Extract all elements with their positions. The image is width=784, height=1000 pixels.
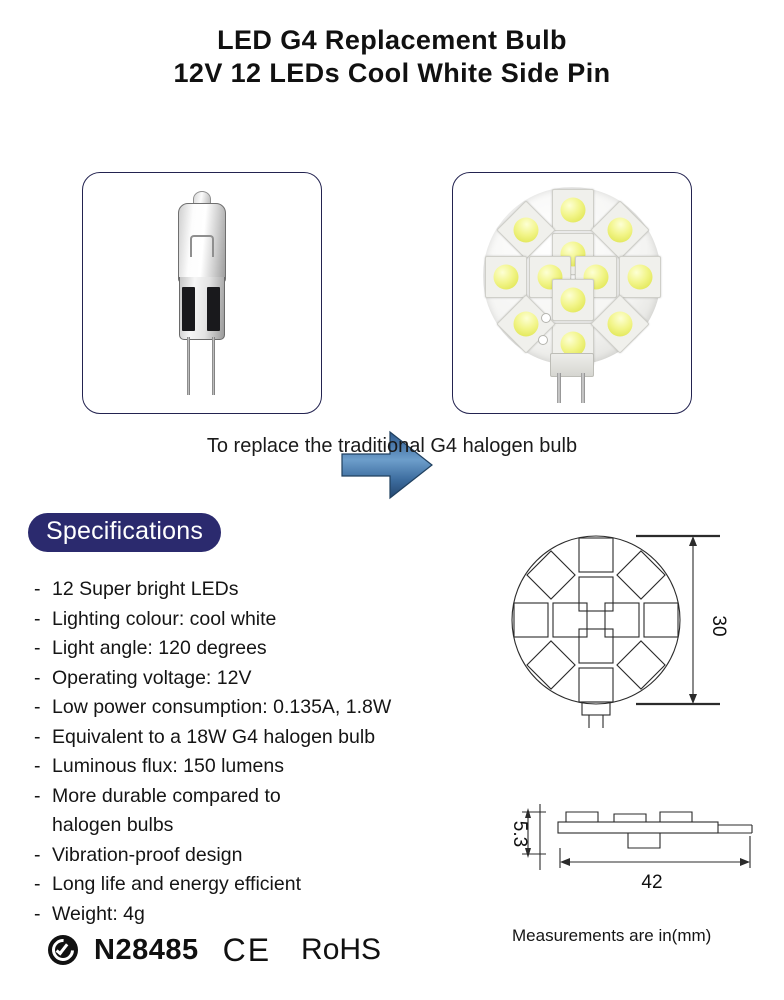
led-pcb-disc xyxy=(483,187,661,365)
led-bulb-panel xyxy=(452,172,692,414)
certification-marks-row: N28485 CE RoHS xyxy=(47,928,382,972)
spec-item-continuation: halogen bulbs xyxy=(52,814,174,836)
halogen-g4-bulb-photo xyxy=(166,191,238,396)
pcb-via-hole xyxy=(541,313,551,323)
spec-item: 12 Super bright LEDs xyxy=(34,575,504,605)
specifications-list: 12 Super bright LEDs Lighting colour: co… xyxy=(34,575,504,929)
ctick-supplier-number: N28485 xyxy=(94,933,199,966)
measurement-units-note: Measurements are in(mm) xyxy=(512,926,712,945)
front-view-dimension-drawing: 30 xyxy=(508,528,776,728)
led-chip xyxy=(552,189,594,231)
spec-item: Luminous flux: 150 lumens xyxy=(34,752,504,782)
led-pin-left xyxy=(557,373,561,403)
side-view-length-label: 42 xyxy=(641,872,662,893)
led-chip xyxy=(496,294,556,354)
page-title: LED G4 Replacement Bulb 12V 12 LEDs Cool… xyxy=(0,24,784,90)
spec-item: Operating voltage: 12V xyxy=(34,664,504,694)
halogen-contact-left xyxy=(182,287,195,331)
halogen-bulb-panel xyxy=(82,172,322,414)
spec-item: Light angle: 120 degrees xyxy=(34,634,504,664)
led-chip xyxy=(619,256,661,298)
front-view-diameter-label: 30 xyxy=(708,615,729,636)
replacement-caption: To replace the traditional G4 halogen bu… xyxy=(206,435,578,457)
product-comparison-row xyxy=(0,172,784,500)
halogen-pin-right xyxy=(212,337,216,395)
replacement-arrow xyxy=(340,428,434,502)
halogen-pin-left xyxy=(187,337,191,395)
led-pin-right xyxy=(581,373,585,403)
led-chip xyxy=(496,200,556,260)
halogen-contact-right xyxy=(207,287,220,331)
c-tick-rcm-icon xyxy=(47,934,79,966)
spec-item: More durable compared to xyxy=(34,782,504,812)
side-view-thickness-label: 5.3 xyxy=(509,821,530,847)
title-line-2: 12V 12 LEDs Cool White Side Pin xyxy=(173,58,611,88)
specifications-heading-badge: Specifications xyxy=(28,513,222,552)
rohs-mark-icon: RoHS xyxy=(301,933,382,966)
title-line-1: LED G4 Replacement Bulb xyxy=(217,25,567,55)
spec-item: Low power consumption: 0.135A, 1.8W xyxy=(34,693,504,723)
led-chip xyxy=(590,200,650,260)
led-chip xyxy=(552,279,594,321)
led-g4-bulb-photo xyxy=(477,187,667,403)
spec-item: Lighting colour: cool white xyxy=(34,605,504,635)
spec-item: Long life and energy efficient xyxy=(34,870,504,900)
halogen-filament xyxy=(190,235,214,257)
side-view-dimension-drawing: 5.3 42 xyxy=(500,792,776,910)
spec-item: Equivalent to a 18W G4 halogen bulb xyxy=(34,723,504,753)
halogen-glass-envelope xyxy=(178,203,226,283)
spec-item: Vibration-proof design xyxy=(34,841,504,871)
pcb-via-hole xyxy=(538,335,548,345)
led-chip xyxy=(485,256,527,298)
spec-item: Weight: 4g xyxy=(34,900,504,930)
led-chip xyxy=(590,294,650,354)
ce-mark-icon: CE xyxy=(222,931,272,968)
